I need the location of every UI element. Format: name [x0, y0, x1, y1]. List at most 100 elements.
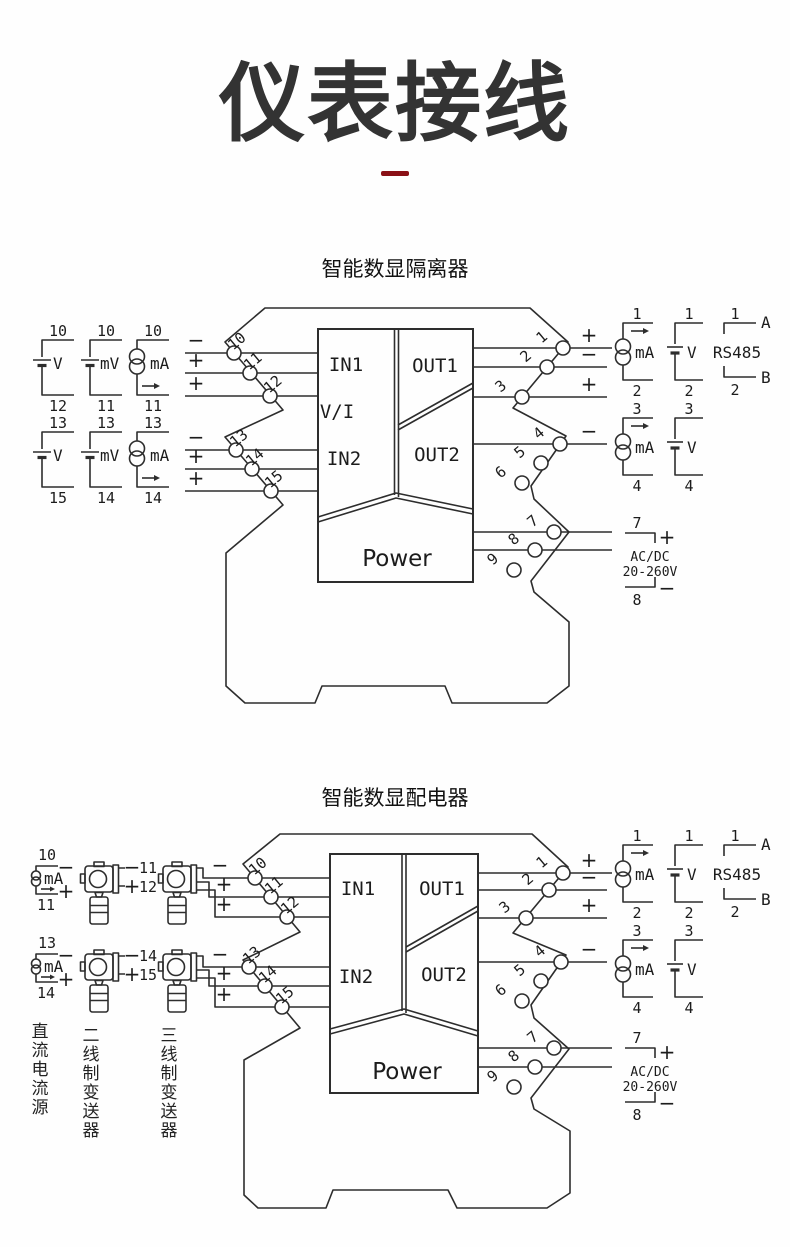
polarity-sign: − [188, 425, 205, 449]
output-terminal-number: 3 [684, 922, 693, 940]
output-terminal-number: 4 [684, 477, 693, 495]
output-terminal-number: 4 [684, 999, 693, 1017]
source-unit-label: mV [100, 446, 120, 465]
output-unit-label: mA [635, 438, 655, 457]
rs485-label: RS485 [713, 343, 761, 362]
block-label-out1: OUT1 [419, 878, 465, 900]
output-terminal-number: 1 [684, 305, 693, 323]
polarity-sign: + [581, 372, 598, 396]
terminal-number: 8 [505, 1046, 523, 1066]
current-arrow-icon [643, 328, 649, 334]
transmitter-terminal: 11 [139, 859, 157, 877]
block-label-out2: OUT2 [414, 444, 460, 466]
terminal-number: 1 [533, 852, 551, 872]
source-terminal-number: 11 [97, 397, 115, 415]
transmitter-terminal: 12 [139, 878, 157, 896]
polarity-sign: + [188, 348, 205, 372]
psu-label: AC/DC [630, 550, 669, 565]
source-terminal-number: 10 [38, 846, 56, 864]
rs485-a-label: A [761, 835, 771, 854]
polarity-sign: + [659, 525, 676, 549]
output-terminal-number: 3 [632, 400, 641, 418]
current-arrow-icon [643, 423, 649, 429]
source-terminal-number: 11 [37, 896, 55, 914]
polarity-sign: − [581, 865, 598, 889]
transmitter-icon [157, 861, 198, 925]
output-unit-label: mA [635, 865, 655, 884]
psu-terminal-number: 7 [632, 1029, 641, 1047]
polarity-sign: − [659, 576, 676, 600]
d2-dc-current-sources: 10 mA − + 11 13 mA − + 14 [30, 846, 75, 1002]
psu-voltage: 20-260V [623, 565, 678, 580]
terminal-number: 4 [531, 941, 549, 961]
source-terminal-number: 12 [49, 397, 67, 415]
d2-terminals: 10 11 12 13 14 15 1 2 3 4 5 6 7 8 9 [239, 852, 571, 1095]
polarity-sign: + [188, 371, 205, 395]
terminal-number: 3 [492, 376, 510, 396]
output-terminal-number: 3 [632, 922, 641, 940]
current-arrow-icon [154, 383, 160, 389]
output-unit-label: V [687, 960, 697, 979]
polarity-sign: − [124, 855, 141, 879]
d2-enclosure-outline [242, 833, 571, 1209]
terminal-number: 1 [533, 327, 551, 347]
output-terminal-number: 4 [632, 477, 641, 495]
psu-terminal-number: 7 [632, 514, 641, 532]
output-terminal-number: 1 [684, 827, 693, 845]
column-label-two-wire: 二线制变送器 [80, 1026, 100, 1140]
block-label-out1: OUT1 [412, 355, 458, 377]
rs485-terminal-number: 1 [730, 305, 739, 323]
transmitter-icon [157, 949, 198, 1013]
terminal-number: 5 [511, 442, 529, 462]
d2-output-symbols: 1 mA 2 1 V 2 1 A RS485 B 2 3 mA 4 3 [614, 827, 771, 1124]
output-unit-label: mA [635, 343, 655, 362]
d1-terminals: 10 11 12 13 14 15 1 2 3 4 5 6 7 8 9 [224, 327, 571, 578]
source-terminal-number: 15 [49, 489, 67, 507]
output-terminal-number: 2 [684, 904, 693, 922]
d1-enclosure-outline [224, 307, 570, 704]
polarity-sign: + [58, 967, 75, 991]
page-title: 仪表接线 [218, 54, 571, 154]
source-terminal-number: 13 [49, 414, 67, 432]
polarity-sign: + [216, 892, 233, 916]
terminal-number: 2 [517, 346, 535, 366]
output-unit-label: V [687, 343, 697, 362]
output-unit-label: V [687, 865, 697, 884]
polarity-sign: + [188, 466, 205, 490]
source-unit-label: mA [150, 354, 170, 373]
source-terminal-number: 13 [97, 414, 115, 432]
terminal-number: 9 [484, 1066, 502, 1086]
terminal-number: 7 [524, 511, 542, 531]
terminal-number: 5 [511, 960, 529, 980]
block-label-out2: OUT2 [421, 964, 467, 986]
polarity-sign: − [124, 943, 141, 967]
polarity-sign: + [659, 1040, 676, 1064]
rs485-b-label: B [761, 890, 771, 909]
psu-terminal-number: 8 [632, 591, 641, 609]
source-terminal-number: 11 [144, 397, 162, 415]
current-arrow-icon [50, 974, 55, 980]
source-unit-label: mA [44, 957, 64, 976]
current-arrow-icon [154, 475, 160, 481]
output-terminal-number: 1 [632, 305, 641, 323]
rs485-label: RS485 [713, 865, 761, 884]
source-unit-label: V [53, 446, 63, 465]
polarity-sign: + [581, 893, 598, 917]
output-terminal-number: 2 [632, 904, 641, 922]
output-terminal-number: 2 [632, 382, 641, 400]
transmitter-terminal: 14 [139, 947, 157, 965]
diagram-distributor: 智能数显配电器 10 mA − + 11 13 mA − + 14 − 11 [29, 787, 771, 1209]
current-arrow-icon [643, 945, 649, 951]
polarity-sign: − [659, 1091, 676, 1115]
polarity-sign: + [216, 961, 233, 985]
d2-two-wire-transmitters: − 11 + 12 − 14 + 15 [79, 855, 157, 1013]
polarity-sign: − [212, 942, 229, 966]
current-arrow-icon [643, 850, 649, 856]
output-unit-label: mA [635, 960, 655, 979]
block-label-in2: IN2 [327, 448, 361, 470]
terminal-number: 9 [484, 549, 502, 569]
output-unit-label: V [687, 438, 697, 457]
terminal-number: 6 [492, 980, 510, 1000]
block-label-vi: V/I [320, 401, 354, 423]
